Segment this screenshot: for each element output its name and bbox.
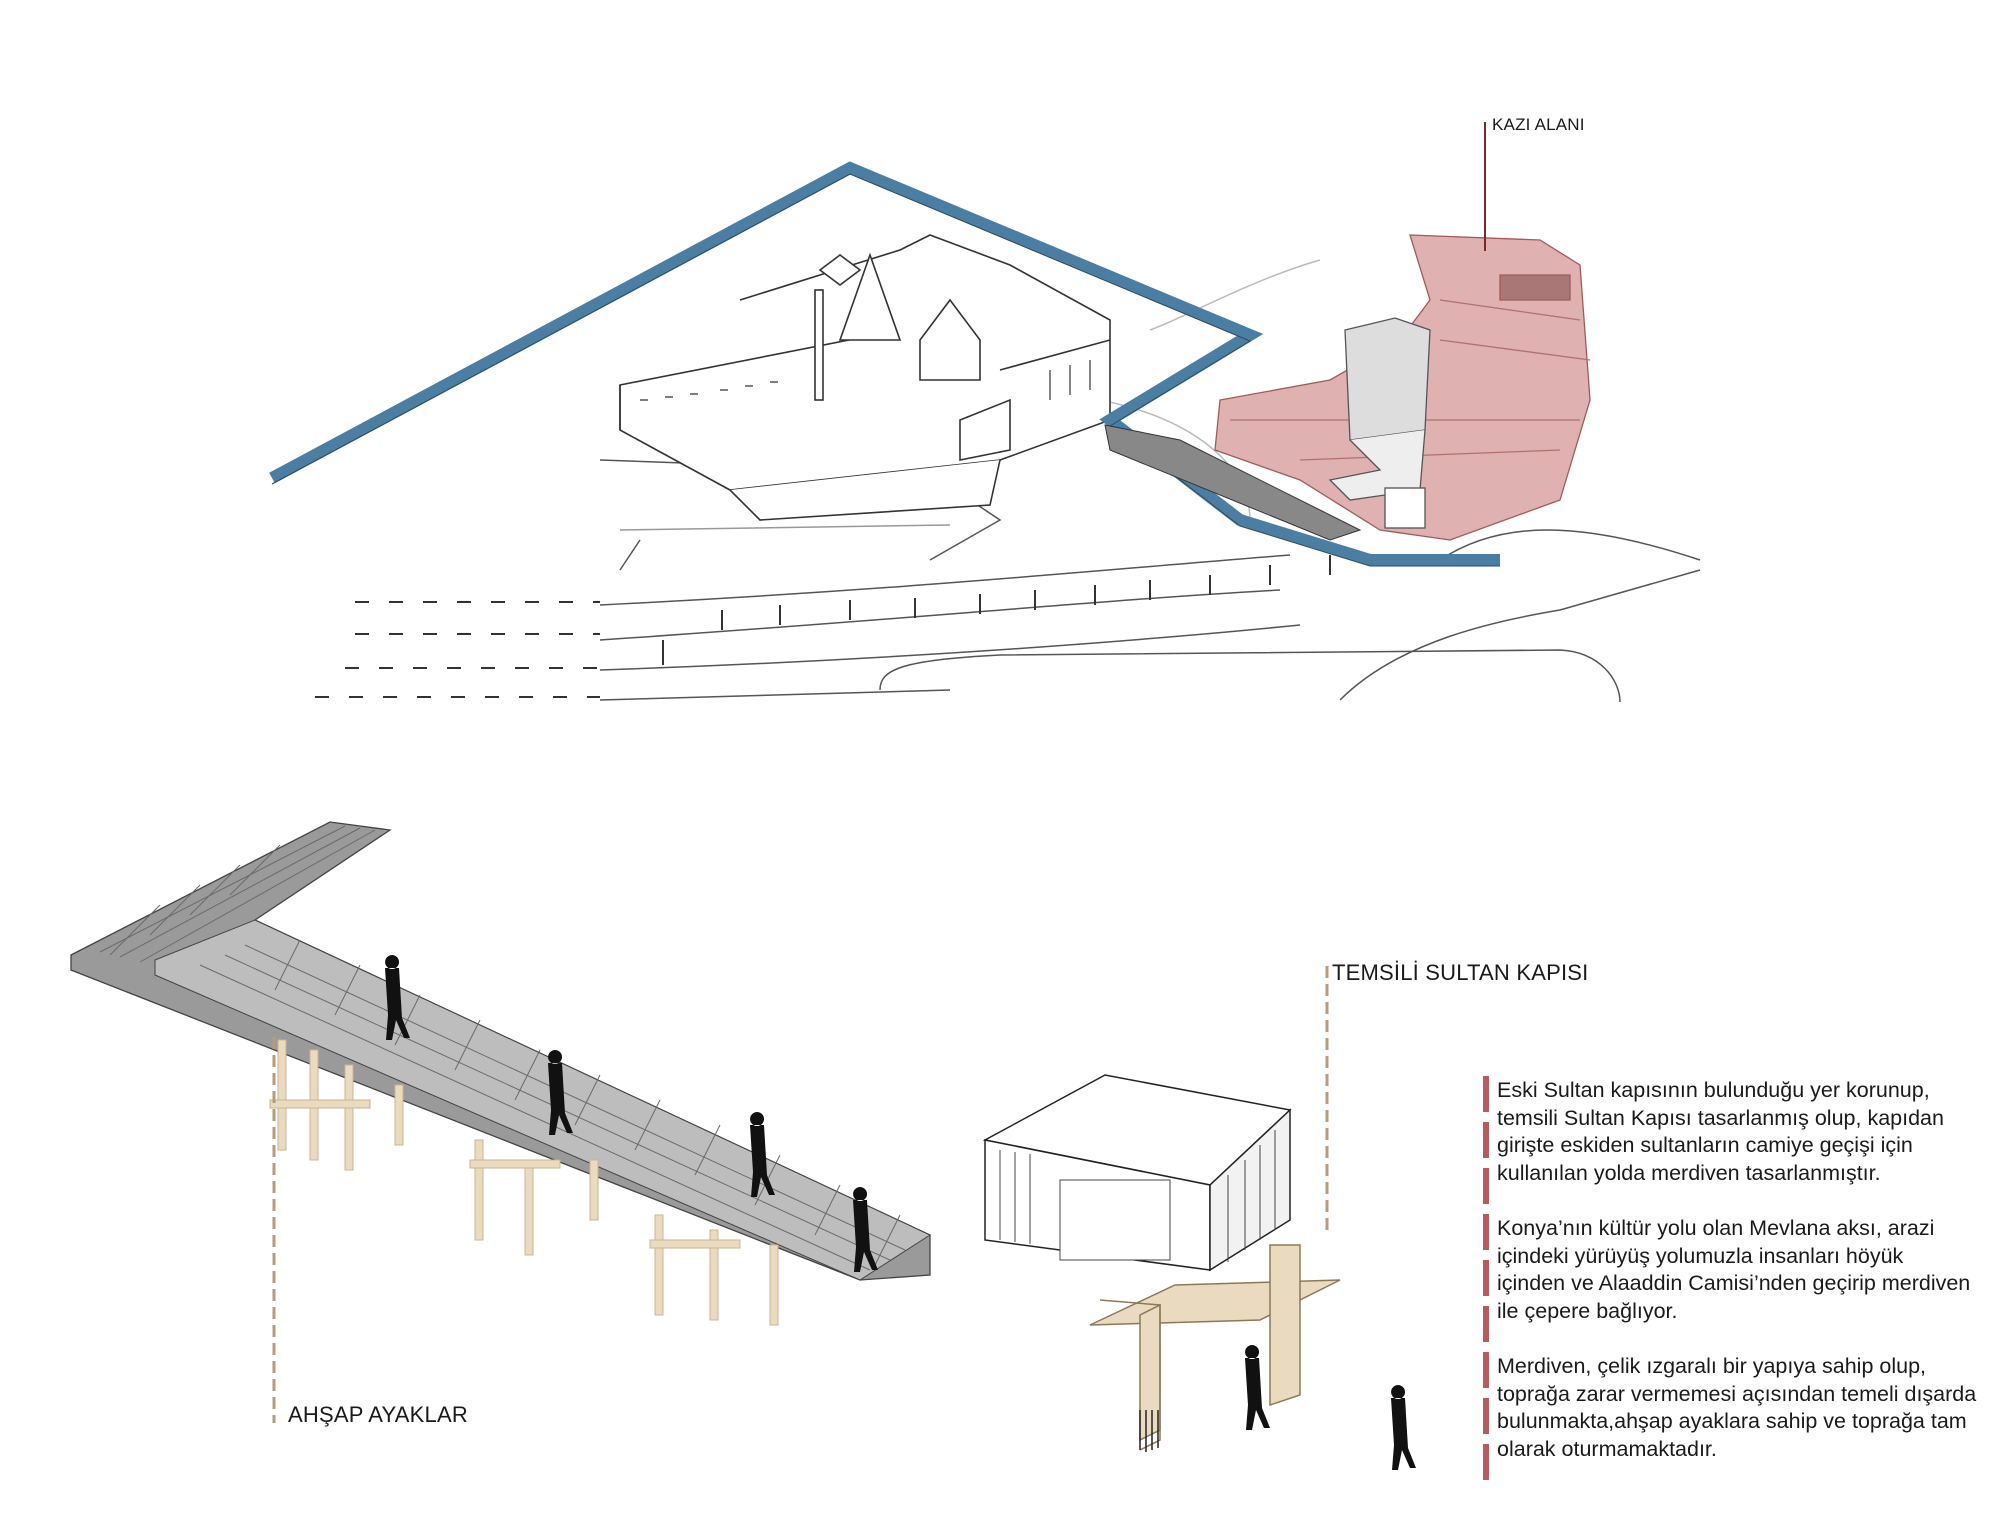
city-wall [269,161,1500,566]
description-text: Eski Sultan kapısının bulunduğu yer koru… [1497,1077,1977,1491]
wooden-legs [269,1039,779,1326]
description-paragraph: Merdiven, çelik ızgaralı bir yapıya sahi… [1497,1354,1977,1461]
description-paragraph: Konya’nın kültür yolu olan Mevlana aksı,… [1497,1216,1971,1323]
sultan-gate-building [982,1074,1341,1452]
sultan-gate-label: TEMSİLİ SULTAN KAPISI [1332,960,1589,985]
steel-grid-walkway [70,821,932,1281]
excavation-area-label: KAZI ALANI [1492,115,1585,134]
wooden-legs-label: AHŞAP AYAKLAR [288,1402,468,1427]
site-plan [315,234,1701,703]
tower [1328,317,1431,529]
accent-bars [1483,1076,1489,1490]
people-silhouettes [385,955,1416,1470]
stairway-path [1104,424,1362,541]
description-paragraph: Eski Sultan kapısının bulunduğu yer koru… [1497,1078,1944,1185]
